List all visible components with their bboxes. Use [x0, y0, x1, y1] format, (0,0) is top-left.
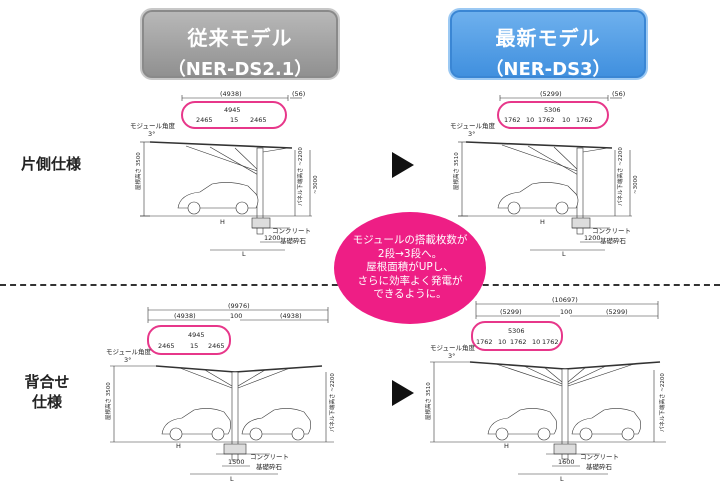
old-back-angle-value: 3°	[124, 356, 131, 364]
old-model-title: 従来モデル	[187, 26, 293, 50]
new-back-module-b: 1762	[510, 338, 527, 346]
old-back-left-height: 屋根高さ 3500	[104, 382, 112, 420]
old-single-module-gap: 15	[230, 116, 238, 124]
new-single-top-dim: (5299)	[540, 90, 562, 98]
new-back-foot-width: 1600	[558, 458, 575, 466]
new-back-top-mid: 100	[560, 308, 572, 316]
old-single-edge-dim: (56)	[292, 90, 305, 98]
old-back-foundation: 基礎砕石	[256, 462, 283, 471]
new-single-module-gap: 10	[526, 116, 534, 124]
new-back-left-height: 屋根高さ 3510	[424, 382, 432, 420]
new-back-module-a: 1762	[476, 338, 493, 346]
new-back-angle-label: モジュール角度	[430, 343, 476, 352]
old-back-top-right: (4938)	[280, 312, 302, 320]
new-single-concrete: コンクリート	[592, 227, 631, 235]
new-single-module-b: 1762	[538, 116, 555, 124]
new-single-angle-label: モジュール角度	[450, 121, 496, 130]
new-model-code: （NER-DS3）	[485, 59, 611, 80]
old-single-span: L	[242, 250, 246, 258]
old-single-angle-value: 3°	[148, 130, 155, 138]
new-single-edge-dim: (56)	[612, 90, 625, 98]
new-single-angle-value: 3°	[468, 130, 475, 138]
new-back-foundation: 基礎砕石	[586, 462, 613, 471]
new-back-overall: (10697)	[552, 296, 578, 304]
row-label-back-to-back: 背合せ 仕様	[22, 372, 72, 412]
old-single-right-height: パネル下端高さ ~2200	[296, 147, 304, 206]
arrow-right-icon	[392, 152, 414, 178]
old-model-code: （NER-DS2.1）	[167, 59, 313, 80]
old-single-angle-label: モジュール角度	[130, 121, 176, 130]
old-back-top-mid: 100	[230, 312, 242, 320]
old-back-span: L	[230, 475, 234, 482]
old-single-foundation: 基礎砕石	[280, 236, 307, 245]
new-single-foot-width: 1200	[584, 234, 601, 242]
new-single-module-c: 1762	[576, 116, 593, 124]
callout-line1: モジュールの搭載枚数が	[352, 234, 468, 247]
old-single-foot-width: 1200	[264, 234, 281, 242]
callout-bubble: モジュールの搭載枚数が 2段→3段へ。 屋根面積がUPし、 さらに効率よく発電が…	[334, 212, 486, 324]
old-back-angle-label: モジュール角度	[106, 347, 152, 356]
old-back-module-b: 2465	[208, 342, 225, 350]
row-label-back-line2: 仕様	[31, 393, 62, 411]
old-single-module-a: 2465	[196, 116, 213, 124]
new-single-module-a: 1762	[504, 116, 521, 124]
new-back-top-left: (5299)	[500, 308, 522, 316]
old-single-module-total: 4945	[224, 106, 241, 114]
callout-line3: 屋根面積がUPし、	[366, 261, 454, 274]
old-single-h: H	[220, 218, 225, 226]
old-back-module-total: 4945	[188, 331, 205, 339]
new-single-module-gap2: 10	[562, 116, 570, 124]
old-back-module-gap: 15	[190, 342, 198, 350]
new-back-concrete: コンクリート	[580, 453, 619, 461]
callout-line5: できるように。	[373, 288, 447, 301]
old-single-concrete: コンクリート	[272, 227, 311, 235]
new-single-left-height: 屋根高さ 3510	[452, 152, 460, 190]
new-single-diagram: (5299) (56) 5306 1762 10 1762 10 1762 モジ…	[450, 90, 639, 258]
old-single-module-b: 2465	[250, 116, 267, 124]
old-back-foot-width: 1500	[228, 458, 245, 466]
new-single-span: L	[562, 250, 566, 258]
old-single-left-height: 屋根高さ 3500	[134, 152, 142, 190]
old-single-diagram: (4938) (56) 4945 2465 15 2465 モジュール角度 3°…	[130, 90, 319, 258]
old-single-right-height2: ~3000	[313, 175, 319, 194]
new-back-diagram: (10697) (5299) 100 (5299) 5306 1762 10 1…	[424, 296, 666, 482]
callout-line4: さらに効率よく発電が	[357, 274, 463, 287]
row-label-single: 片側仕様	[20, 155, 81, 173]
new-model-header: 最新モデル （NER-DS3）	[448, 8, 648, 80]
old-single-top-dim: (4938)	[220, 90, 242, 98]
old-back-top-left: (4938)	[174, 312, 196, 320]
new-back-module-c: 1762	[542, 338, 559, 346]
old-back-concrete: コンクリート	[250, 453, 289, 461]
callout-line2: 2段→3段へ。	[377, 247, 443, 260]
arrow-right-icon	[392, 380, 414, 406]
new-single-foundation: 基礎砕石	[600, 236, 627, 245]
new-single-right-height2: ~3000	[633, 175, 639, 194]
old-model-header: 従来モデル （NER-DS2.1）	[140, 8, 340, 80]
new-single-right-height: パネル下端高さ ~2200	[616, 147, 624, 206]
new-back-h: H	[504, 442, 509, 450]
old-back-right-height: パネル下端高さ ~2200	[328, 373, 336, 432]
new-model-title: 最新モデル	[495, 26, 601, 50]
row-label-back-line1: 背合せ	[24, 373, 70, 391]
new-single-module-total: 5306	[544, 106, 561, 114]
new-single-h: H	[540, 218, 545, 226]
new-back-span: L	[560, 475, 564, 482]
old-back-h: H	[176, 442, 181, 450]
old-back-module-a: 2465	[158, 342, 175, 350]
old-back-diagram: (9976) (4938) 100 (4938) 4945 2465 15 24…	[104, 302, 336, 482]
new-back-module-gap: 10	[498, 338, 506, 346]
new-back-module-gap2: 10	[532, 338, 540, 346]
old-back-overall: (9976)	[228, 302, 250, 310]
new-back-top-right: (5299)	[606, 308, 628, 316]
new-back-angle-value: 3°	[448, 352, 455, 360]
new-back-module-total: 5306	[508, 327, 525, 335]
new-back-right-height: パネル下端高さ ~2200	[658, 373, 666, 432]
